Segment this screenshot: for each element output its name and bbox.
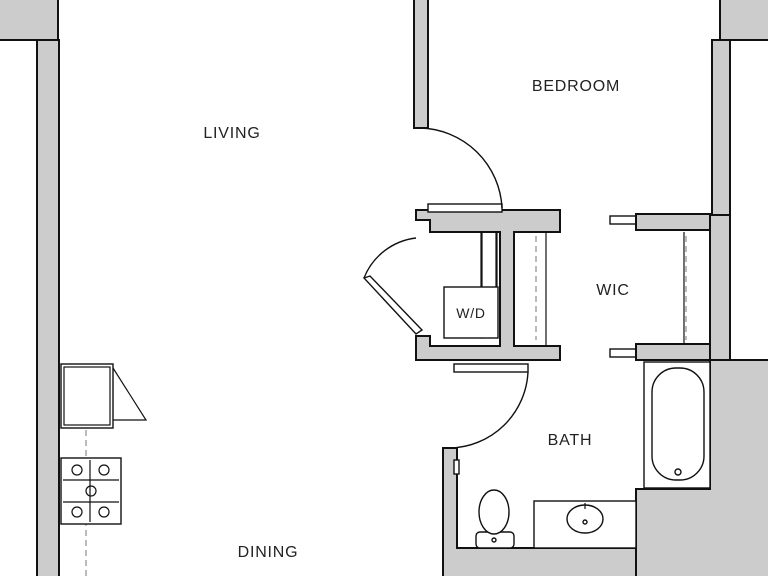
kitchen xyxy=(60,363,148,576)
bath-door-swing xyxy=(449,371,529,449)
refrigerator-door-swing xyxy=(112,367,148,421)
room-label-living: LIVING xyxy=(203,125,260,142)
bath-right-wall xyxy=(635,359,768,576)
bedroom-door-leaf xyxy=(427,203,503,213)
left-exterior-wall xyxy=(36,39,60,576)
bath-door-leaf xyxy=(453,363,529,373)
sink-drain xyxy=(582,519,588,525)
bedroom-door-swing xyxy=(419,127,503,209)
bathtub-basin xyxy=(651,367,705,481)
range xyxy=(60,457,122,525)
right-exterior-wall xyxy=(711,39,731,216)
right-wall-wic xyxy=(709,214,731,361)
wic-shelving xyxy=(535,213,711,361)
sink-basin xyxy=(566,504,604,534)
room-label-dining: DINING xyxy=(238,544,299,561)
washer-dryer xyxy=(443,286,499,339)
toilet-bowl xyxy=(478,489,510,535)
laundry-walls xyxy=(415,209,561,361)
wic-door-jamb-top xyxy=(635,213,711,231)
laundry-door-leaf xyxy=(362,275,424,335)
doors xyxy=(362,127,529,449)
room-label-wic: WIC xyxy=(596,282,630,299)
washer-dryer-label: W/D xyxy=(456,305,486,321)
laundry-closet xyxy=(415,209,561,361)
column-top-left xyxy=(0,0,59,41)
bathtub-drain xyxy=(674,468,682,476)
living-bedroom-partition xyxy=(413,0,429,129)
column-top-right xyxy=(719,0,768,41)
room-label-bath: BATH xyxy=(548,432,593,449)
room-label-bedroom: BEDROOM xyxy=(532,78,620,95)
laundry-door-swing xyxy=(363,237,417,279)
refrigerator xyxy=(60,363,114,429)
toilet-button xyxy=(491,537,497,543)
bath-fixtures xyxy=(453,361,711,549)
range-burners xyxy=(63,460,119,522)
wic-door-jamb-bottom xyxy=(635,343,711,361)
refrigerator-inner xyxy=(63,366,111,426)
room-labels: LIVING BEDROOM WIC BATH DINING W/D xyxy=(203,78,629,561)
bath-wall-fixture xyxy=(453,459,460,475)
